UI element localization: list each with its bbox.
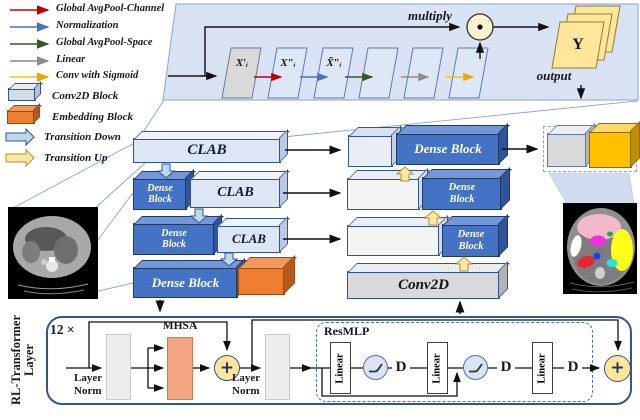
- legend-arrow-swatches: [5, 5, 50, 168]
- activation-1: [363, 355, 388, 380]
- plus-icon: +: [219, 357, 235, 378]
- output-label: output: [536, 68, 572, 83]
- clab-3-label: CLAB: [232, 231, 266, 246]
- repeat-count-label: 12 ×: [50, 322, 75, 337]
- encoder-dense-4: Dense Block: [133, 267, 238, 298]
- decoder-feature-cube-1: [348, 135, 393, 167]
- decoder-feature-block-3: [347, 225, 440, 256]
- dense-2-label: Dense Block: [147, 183, 173, 205]
- legend-label-linear: Linear: [56, 54, 86, 65]
- resmlp-box: [316, 322, 593, 402]
- decoder-dense-3: Dense Block: [442, 224, 500, 257]
- decoder-feature-block-2: [347, 178, 420, 210]
- transition-up-arrow-icon: [5, 148, 35, 168]
- transition-up-3: [454, 256, 474, 272]
- transition-arrows: [156, 163, 474, 272]
- transition-down-2: [189, 208, 209, 224]
- decoder-dense-1: Dense Block: [396, 133, 500, 165]
- clab-1-label: CLAB: [187, 142, 227, 158]
- mhsa-block: [167, 337, 193, 400]
- residual-add-2: +: [604, 355, 631, 382]
- rl-transformer-side-label: RL-Transformer Layer: [9, 314, 36, 406]
- transition-up-1: [395, 166, 415, 182]
- layer-norm-1-label: Layer Norm: [74, 372, 102, 397]
- transition-up-2: [423, 210, 443, 226]
- decoder-dense-3-label: Dense Block: [457, 228, 485, 252]
- legend-label-transition-up: Transition Up: [44, 152, 108, 164]
- feature-plane-4: [358, 47, 399, 99]
- clab-2-label: CLAB: [217, 185, 254, 200]
- dense-4-label: Dense Block: [151, 274, 220, 290]
- conv2d-block: Conv2D: [347, 271, 500, 299]
- transition-down-arrow-icon: [5, 127, 35, 147]
- layer-norm-2-block: [265, 334, 290, 400]
- residual-add-1: +: [214, 355, 240, 381]
- mlp-residual-line: [251, 319, 622, 368]
- encoder-clab-2: CLAB: [190, 178, 281, 208]
- transformer-wiring: [66, 319, 622, 397]
- y-label: Y: [572, 36, 584, 53]
- activation-curve-icon: [368, 362, 383, 372]
- encoder-clab-3: CLAB: [217, 225, 281, 253]
- transition-down-3: [219, 252, 239, 267]
- output-yellow-cube: [589, 131, 632, 168]
- bypass-line: [204, 22, 461, 76]
- output-gray-cube: [547, 133, 587, 167]
- mhsa-label: MHSA: [162, 320, 198, 332]
- feature-plane-2: [267, 47, 308, 99]
- layer-norm-1-block: [106, 334, 131, 400]
- y-output-planes: [551, 5, 621, 69]
- dropout-3-label: D: [567, 359, 579, 375]
- plus-icon: +: [610, 358, 625, 378]
- transition-down-1: [156, 163, 176, 179]
- legend-label-transition-down: Transition Down: [44, 131, 121, 143]
- mhsa-residual-line: [88, 321, 231, 368]
- linear-3-block: Linear: [532, 342, 553, 394]
- multiply-label: multiply: [407, 8, 453, 23]
- plane-label-1: X′ᵢ: [235, 57, 249, 69]
- feature-plane-1: [221, 47, 262, 99]
- skip-connections: [155, 144, 539, 314]
- plane-label-3: X̃″ᵢ: [326, 57, 342, 69]
- resmlp-label: ResMLP: [324, 324, 370, 338]
- segmented-ct-image: [563, 203, 637, 294]
- clab-detail-contents: [168, 5, 621, 100]
- linear-1-block: Linear: [330, 342, 351, 394]
- dropout-1-label: D: [395, 359, 407, 375]
- legend-label-conv2d-block: Conv2D Block: [52, 90, 119, 102]
- resmlp-skip-line: [321, 368, 461, 397]
- activation-2: [463, 355, 488, 380]
- encoder-dense-3: Dense Block: [133, 223, 215, 255]
- decoder-dense-2-label: Dense Block: [448, 181, 476, 205]
- input-ct-image: [8, 207, 98, 299]
- decoder-dense-2: Dense Block: [422, 177, 502, 210]
- encoder-dense-2: Dense Block: [133, 178, 187, 210]
- legend-label-normalization: Normalization: [56, 20, 119, 31]
- feature-plane-3: [313, 47, 354, 99]
- wiring-layer: [5, 5, 637, 397]
- architecture-diagram: { "legend": { "arrow_items": [ {"label":…: [0, 0, 640, 409]
- embedding-block: [238, 267, 285, 295]
- legend-label-avgpool-channel: Global AvgPool-Channel: [56, 3, 165, 14]
- linear-2-block: Linear: [427, 342, 448, 394]
- zoom-fan-lines: [12, 99, 638, 293]
- dense-3-label: Dense Block: [161, 228, 187, 250]
- legend-label-embedding: Embedding Block: [52, 111, 133, 123]
- feature-plane-6: [448, 47, 489, 99]
- encoder-clab-1: CLAB: [133, 138, 281, 163]
- legend-label-conv-sigmoid: Conv with Sigmoid: [56, 70, 139, 81]
- plane-label-2: X″ᵢ: [280, 57, 296, 69]
- legend-label-avgpool-space: Global AvgPool-Space: [56, 37, 153, 48]
- decoder-dense-1-label: Dense Block: [414, 141, 482, 156]
- conv2d-label: Conv2D: [398, 276, 449, 293]
- conv2d-block-swatch: [8, 88, 36, 101]
- feature-plane-5: [403, 47, 444, 99]
- dropout-2-label: D: [500, 359, 512, 375]
- embedding-block-swatch: [7, 110, 35, 124]
- layer-norm-2-label: Layer Norm: [232, 372, 260, 397]
- activation-curve-icon: [468, 362, 483, 372]
